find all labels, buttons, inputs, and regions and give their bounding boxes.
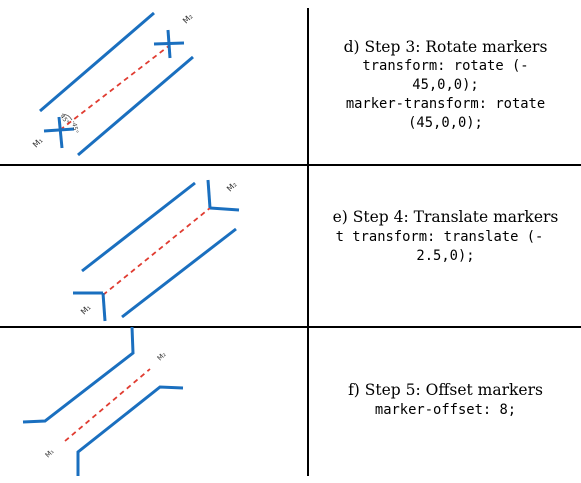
- path-center-line: [64, 368, 151, 442]
- panel-e-diagram: M₁ M₂: [0, 165, 306, 326]
- marker-label-end: M₂: [156, 350, 168, 362]
- panel-e: M₁ M₂ e) Step 4: Translate markers t tra…: [0, 165, 581, 326]
- marker-label-start: M₁: [44, 447, 56, 459]
- code-line: 45,0,0);: [412, 77, 479, 93]
- panel-f-diagram: M₁ M₂: [0, 326, 306, 478]
- panel-f: M₁ M₂ f) Step 5: Offset markers marker-o…: [0, 326, 581, 478]
- code-line: marker-offset: 8;: [374, 402, 517, 418]
- angle-label-a: 45°: [58, 113, 70, 126]
- angle-label-b: -45°: [70, 120, 79, 134]
- panel-d: 45° -45° M₁ M₂ d) Step 3: Rotate markers…: [0, 0, 581, 164]
- marker-label-end: M₂: [225, 180, 239, 194]
- marker-label-start: M₁: [79, 303, 93, 317]
- code-line: t transform: translate (-: [335, 229, 544, 245]
- panel-d-drawing: 45° -45° M₁ M₂: [31, 11, 195, 157]
- panel-e-drawing: M₁ M₂: [73, 179, 240, 322]
- end-marker: [206, 179, 240, 212]
- path-center-line: [59, 44, 171, 131]
- panel-e-text: e) Step 4: Translate markers t transform…: [310, 165, 581, 326]
- code-line: marker-transform: rotate: [345, 96, 546, 112]
- panel-f-caption: f) Step 5: Offset markers: [348, 381, 543, 399]
- code-line: (45,0,0);: [408, 115, 483, 131]
- marker-label-start: M₁: [31, 136, 45, 150]
- angle-arc: [61, 113, 73, 121]
- panel-d-text: d) Step 3: Rotate markers transform: rot…: [310, 0, 581, 164]
- panel-f-drawing: M₁ M₂: [22, 326, 184, 476]
- upper-offset-line: [22, 326, 135, 424]
- end-marker-cross: [153, 29, 185, 59]
- lower-offset-line: [76, 385, 184, 476]
- marker-label-end: M₂: [181, 12, 195, 26]
- path-center-line: [102, 207, 211, 296]
- lower-parallel-line: [77, 55, 194, 157]
- start-marker: [73, 291, 107, 322]
- panel-e-caption: e) Step 4: Translate markers: [332, 208, 559, 226]
- lower-parallel-line: [121, 227, 237, 319]
- row-divider-1: [0, 164, 581, 166]
- panel-f-text: f) Step 5: Offset markers marker-offset:…: [310, 327, 581, 478]
- code-line: 2.5,0);: [416, 248, 475, 264]
- upper-parallel-line: [39, 11, 155, 113]
- upper-parallel-line: [81, 181, 196, 273]
- panel-d-diagram: 45° -45° M₁ M₂: [0, 0, 306, 164]
- row-divider-2: [0, 326, 581, 328]
- start-marker-cross: [43, 116, 75, 149]
- panel-d-caption: d) Step 3: Rotate markers: [343, 38, 548, 56]
- column-divider: [307, 8, 309, 476]
- code-line: transform: rotate (-: [362, 58, 529, 74]
